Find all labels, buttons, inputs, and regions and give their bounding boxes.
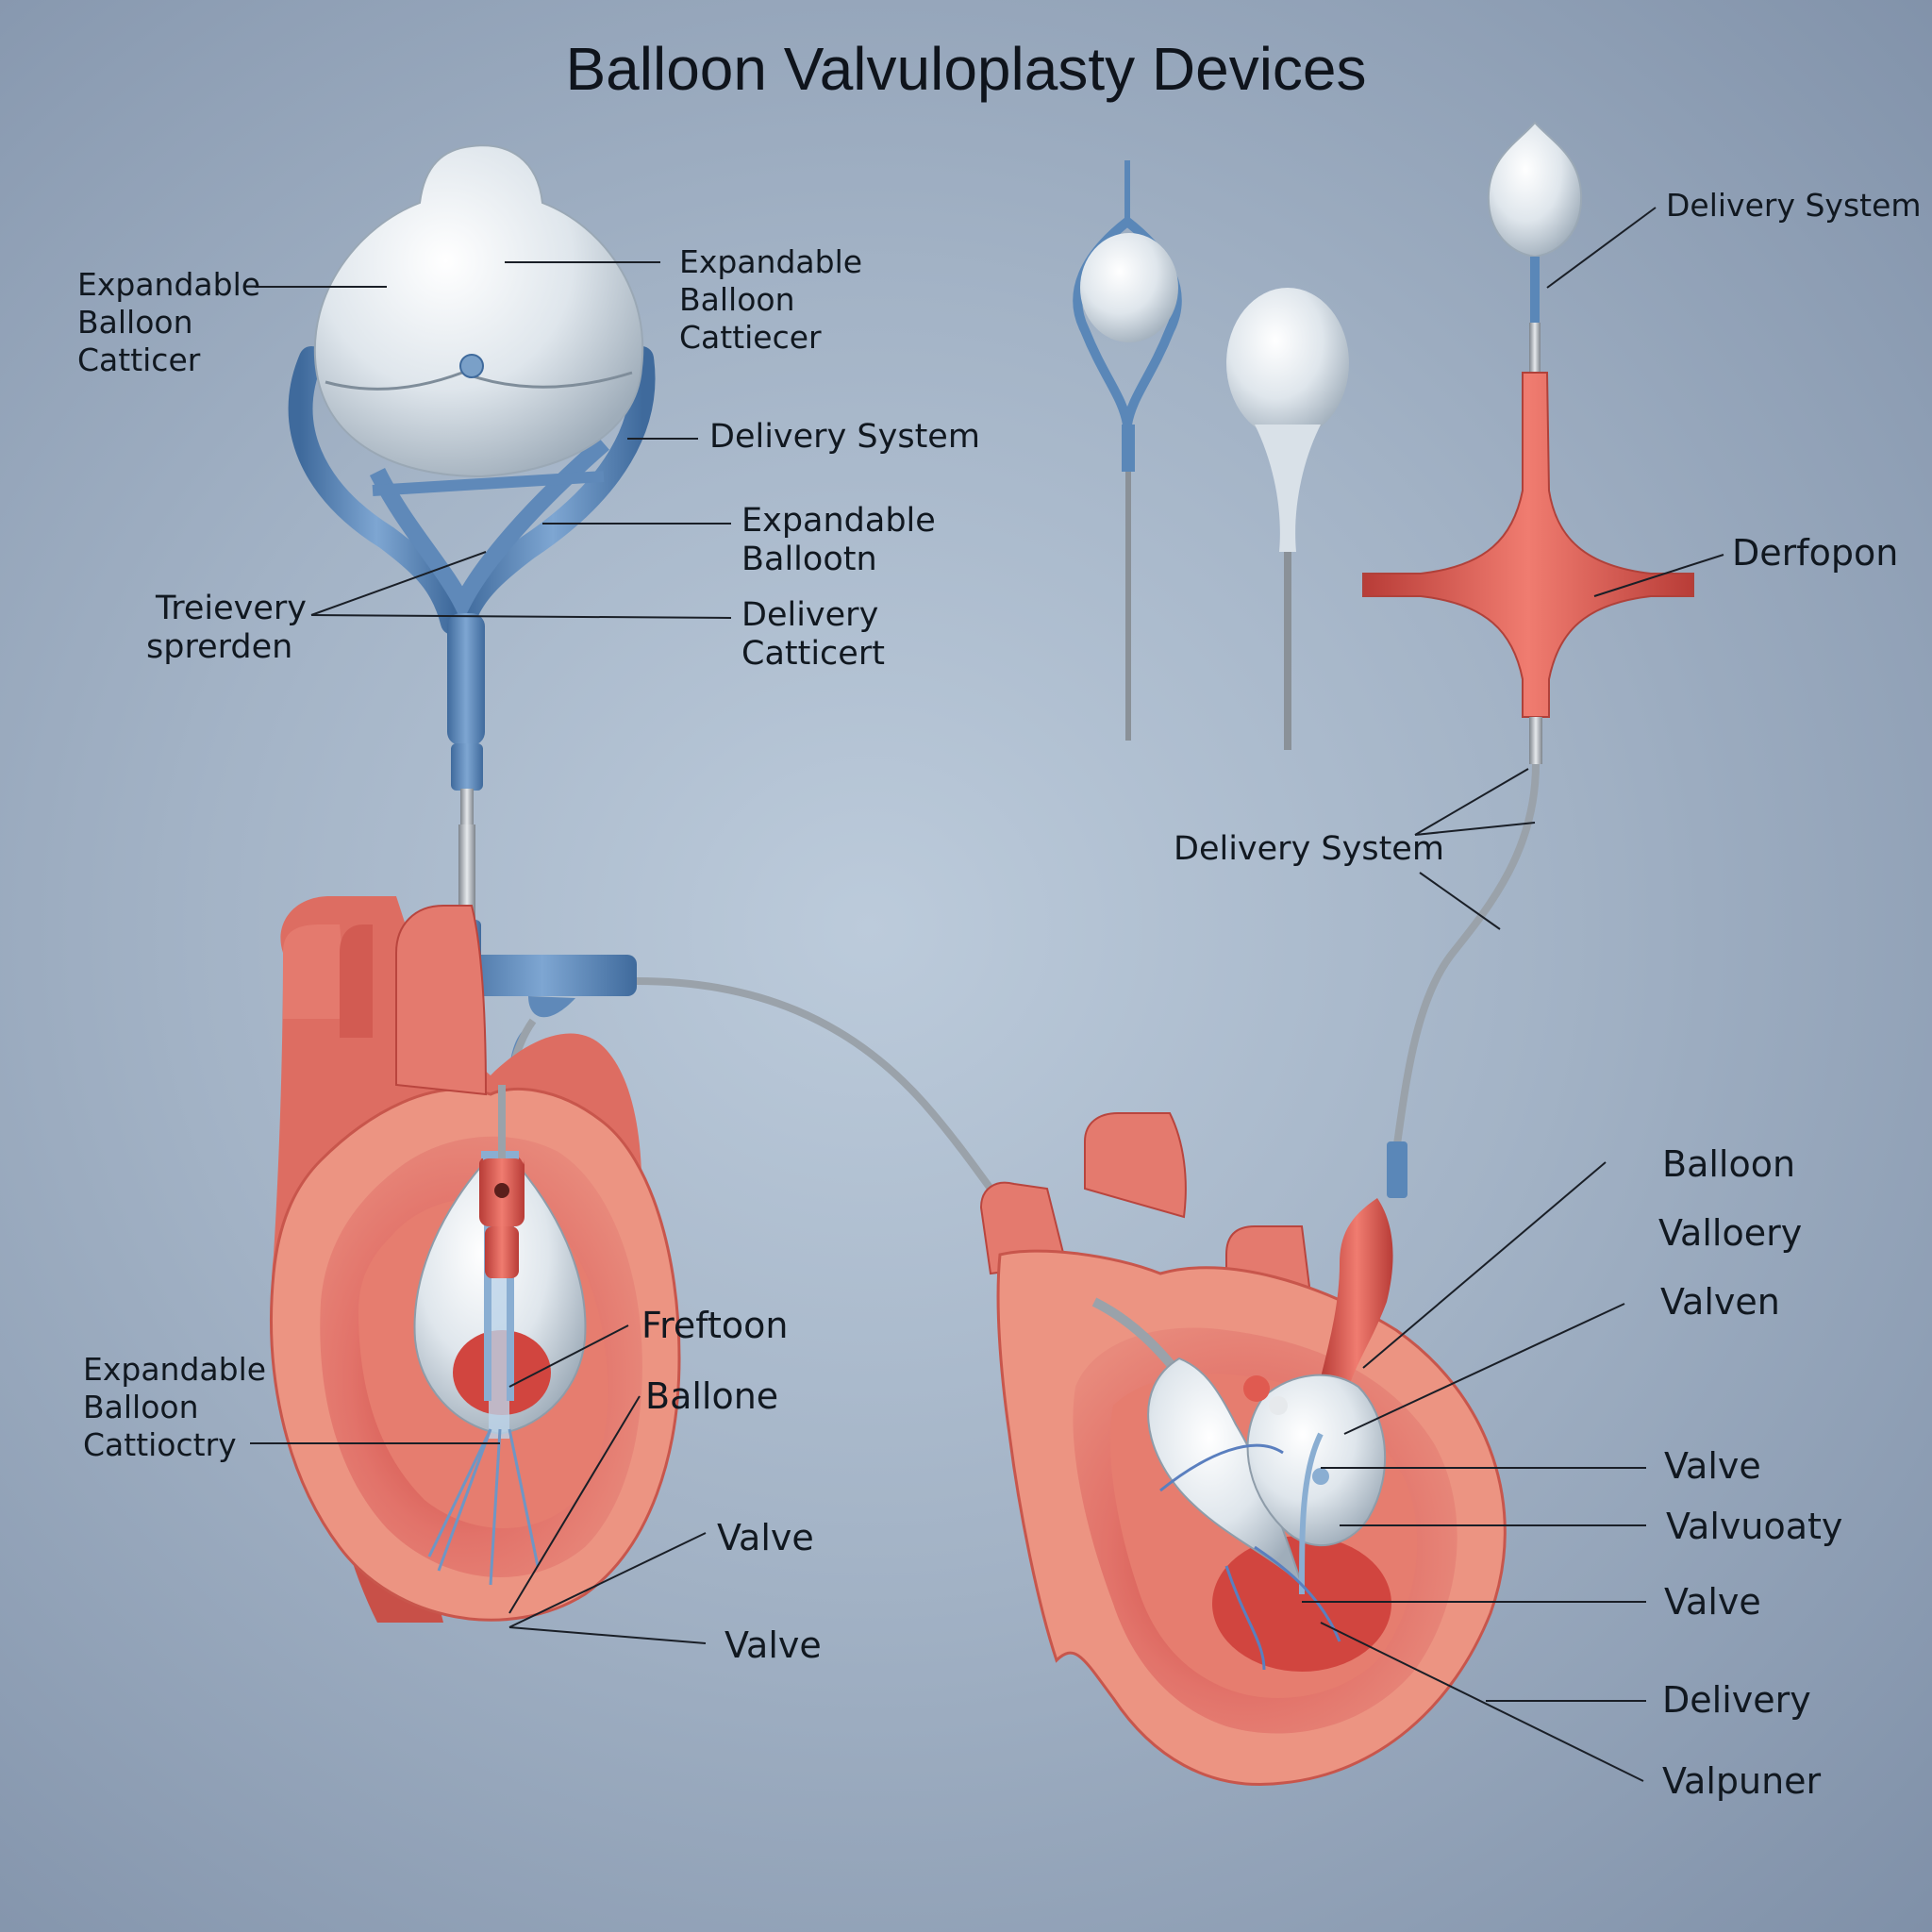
diagram-title: Balloon Valvuloplasty Devices [565,35,1367,103]
label-ballone: Ballone [645,1375,779,1417]
label-line: Balloon [77,304,193,341]
label-top-left-expandable: Expandable Balloon Catticer [77,266,260,379]
label-bottom-left-valve-2: Valve [724,1624,822,1666]
label-derfopon: Derfopon [1732,532,1899,574]
label-treievery: Treievery sprerden [146,590,307,667]
label-line: Balloon [679,281,795,318]
top-right-device [1362,121,1694,1198]
label-line: Delivery [741,596,879,634]
label-bottom-right-valpuner: Valpuner [1662,1760,1822,1802]
label-mid-delivery: Delivery Catticert [741,596,885,674]
label-line: Cattioctry [83,1426,237,1463]
label-bottom-right-valloery: Valloery [1658,1212,1803,1254]
label-bottom-right-valve-1: Valve [1664,1445,1761,1487]
label-mid-expandable: Expandable Ballootn [741,502,936,579]
label-line: Treievery [156,590,307,627]
label-line: Ballootn [741,541,877,578]
label-line: Cattiecer [679,319,822,356]
label-bottom-right-valven: Valven [1660,1281,1780,1323]
label-top-center-delivery-system: Delivery System [709,418,980,456]
label-line: Catticert [741,635,885,673]
label-line: Expandable [679,243,863,280]
label-bottom-left-valve-1: Valve [717,1517,814,1558]
bottom-left-heart [270,896,681,1623]
leader-lines [250,207,1724,1782]
label-bottom-right-balloon: Balloon [1662,1143,1796,1185]
label-line: Expandable [741,502,936,540]
label-bottom-right-valvuoaty: Valvuoaty [1666,1506,1843,1547]
label-line: Expandable [83,1351,267,1388]
label-top-center-expandable: Expandable Balloon Cattiecer [679,243,862,357]
label-bottom-left-expandable: Expandable Balloon Cattioctry [83,1351,266,1464]
label-line: Catticer [77,341,201,378]
label-freftoon: Freftoon [641,1305,789,1346]
label-line: Expandable [77,266,261,303]
label-right-delivery-system: Delivery System [1174,830,1444,868]
label-line: Balloon [83,1389,199,1425]
label-bottom-right-valve-2: Valve [1664,1581,1761,1623]
label-bottom-right-delivery: Delivery [1662,1679,1811,1721]
label-line: sprerden [146,628,293,666]
left-catheter-connector [479,1085,525,1278]
label-top-right-delivery-system: Delivery System [1666,187,1922,224]
top-middle-devices [1073,160,1349,750]
bottom-right-heart [979,1112,1507,1786]
